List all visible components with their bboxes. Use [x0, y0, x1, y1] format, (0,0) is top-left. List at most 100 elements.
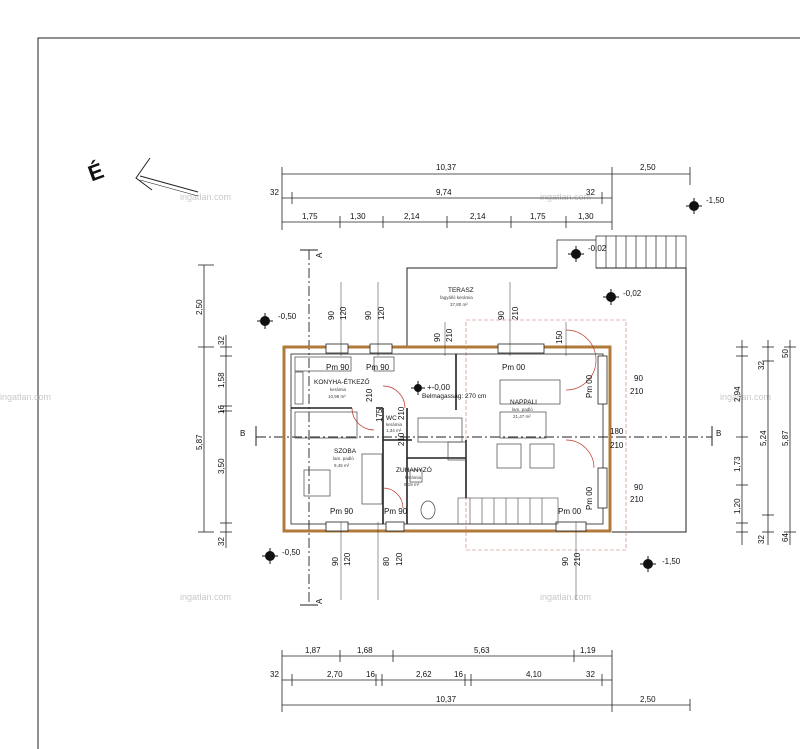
watermark-1: ingatlan.com	[180, 192, 231, 202]
furniture	[294, 356, 561, 520]
dim-bottom-wall-left: 32	[270, 670, 279, 679]
size-bottom-6: 210	[573, 552, 582, 566]
level-left-top: -0,50	[278, 312, 297, 321]
level-terrace: -0,02	[623, 289, 642, 298]
size-bottom-4: 120	[395, 552, 404, 566]
north-label: É	[85, 158, 107, 187]
dim-top-seg-6: 1,30	[578, 212, 594, 221]
dim-bottom-wall-2: 16	[454, 670, 463, 679]
section-label-b-right: B	[716, 429, 721, 438]
size-top-9: 150	[555, 330, 564, 344]
section-label-b-left: B	[240, 429, 245, 438]
dim-left-total: 5,87	[195, 434, 204, 450]
size-right-4: 210	[610, 441, 624, 450]
ceiling-height-note: Belmagasság: 270 cm	[422, 393, 486, 400]
level-marker-stair-top: -0,02	[568, 244, 607, 262]
room-wc-area: 1,34 m²	[386, 428, 402, 433]
size-bottom-3: 80	[382, 557, 391, 566]
dim-top-seg-1: 1,75	[302, 212, 318, 221]
dim-bottom-total: 10,37	[436, 695, 457, 704]
window-openings	[325, 343, 608, 532]
size-top-7: 90	[497, 311, 506, 320]
terrace-stairs	[556, 235, 687, 269]
dim-bottom-wall-right: 32	[586, 670, 595, 679]
room-nappali-name: NAPPALI	[510, 399, 537, 406]
size-right-5: 90	[634, 483, 643, 492]
opening-pm-90-d: Pm 90	[384, 507, 408, 516]
room-labels: TERASZ fagyálló kerámia 37,80 m² KONYHA-…	[314, 287, 537, 487]
size-top-8: 210	[511, 306, 520, 320]
level-top-right: -1,50	[706, 196, 725, 205]
opening-pm-00-a: Pm 00	[502, 363, 526, 372]
left-dimensions	[198, 264, 232, 548]
room-wc-floor: kerámia	[386, 422, 403, 427]
room-zuhanyzo-area: 5,19 m²	[404, 482, 420, 487]
size-top-3: 90	[364, 311, 373, 320]
size-top-5: 90	[433, 333, 442, 342]
opening-pm-00-d: Pm 00	[558, 507, 582, 516]
dim-right-seg-1: 2,94	[733, 386, 742, 402]
terrace-outline	[406, 267, 687, 533]
right-dimensions	[736, 340, 796, 545]
watermark-6: ingatlan.com	[540, 592, 591, 602]
room-terasz-area: 37,80 m²	[450, 302, 468, 307]
opening-pm-90-b: Pm 90	[366, 363, 390, 372]
level-marker-bottom-right: -1,50	[640, 556, 681, 572]
dim-right-seg-2: 1,73	[733, 456, 742, 472]
room-szoba-floor: lam. padló	[333, 456, 354, 461]
dim-right-total: 5,87	[781, 430, 790, 446]
size-bottom-5: 90	[561, 557, 570, 566]
interior-walls	[291, 354, 467, 524]
exterior-walls	[282, 345, 612, 533]
size-inner-4: 210	[397, 432, 406, 446]
top-dimensions	[281, 167, 691, 230]
size-top-6: 210	[445, 328, 454, 342]
watermark-5: ingatlan.com	[180, 592, 231, 602]
dim-bottom-seg-1: 1,87	[305, 646, 321, 655]
sheet-frame	[37, 37, 800, 749]
dim-bottom-nappali: 4,10	[526, 670, 542, 679]
opening-pm-00-b: Pm 00	[585, 374, 594, 398]
dim-bottom-zuhany: 2,62	[416, 670, 432, 679]
watermark-3: ingatlan.com	[0, 392, 51, 402]
section-markers	[255, 249, 713, 606]
section-lines	[256, 250, 712, 605]
bottom-dimensions	[281, 650, 691, 712]
dim-top-seg-4: 2,14	[470, 212, 486, 221]
dim-top-inner: 9,74	[436, 188, 452, 197]
room-szoba-area: 9,45 m²	[334, 463, 350, 468]
bottom-dimension-labels: 1,87 1,68 5,63 1,19 32 2,70 16 2,62 16 4…	[270, 646, 656, 704]
size-right-6: 210	[630, 495, 644, 504]
size-inner-3: 210	[397, 406, 406, 420]
dim-top-seg-2: 1,30	[350, 212, 366, 221]
watermark-2: ingatlan.com	[540, 192, 591, 202]
level-marker-terrace: -0,02	[603, 289, 642, 305]
level-bottom-right: -1,50	[662, 557, 681, 566]
room-zuhanyzo-name: ZUHANYZÓ	[396, 465, 432, 474]
dim-top-seg-3: 2,14	[404, 212, 420, 221]
level-left-bottom: -0,50	[282, 548, 301, 557]
opening-sizes-left-inner: 210 175 210 210	[365, 388, 406, 446]
room-konyha-floor: kerámia	[330, 387, 347, 392]
level-marker-left-top: -0,50	[257, 312, 297, 329]
left-dimension-labels: 2,50 5,87 32 1,58 16 3,50 32	[195, 299, 226, 546]
room-nappali-floor: lam. padló	[512, 407, 533, 412]
level-marker-left-bottom: -0,50	[262, 548, 301, 564]
dim-top-wall-right: 32	[586, 188, 595, 197]
dim-right-wall-bottom: 32	[757, 535, 766, 544]
level-marker-floor: +-0,00	[411, 381, 450, 395]
dim-right-wall-top: 32	[757, 361, 766, 370]
dim-top-wall-left: 32	[270, 188, 279, 197]
dim-top-terrace: 2,50	[640, 163, 656, 172]
level-stair-top: -0,02	[588, 244, 607, 253]
room-konyha-area: 10,98 m²	[328, 394, 346, 399]
room-wc-name: WC	[386, 415, 397, 422]
watermarks: ingatlan.com ingatlan.com ingatlan.com i…	[0, 192, 771, 602]
opening-pm-90-c: Pm 90	[330, 507, 354, 516]
dim-right-outer-bottom: 64	[781, 533, 790, 542]
room-szoba-name: SZOBA	[334, 448, 357, 455]
level-marker-top-right: -1,50	[686, 196, 725, 214]
dim-right-seg-3: 1,20	[733, 498, 742, 514]
watermark-4: ingatlan.com	[720, 392, 771, 402]
